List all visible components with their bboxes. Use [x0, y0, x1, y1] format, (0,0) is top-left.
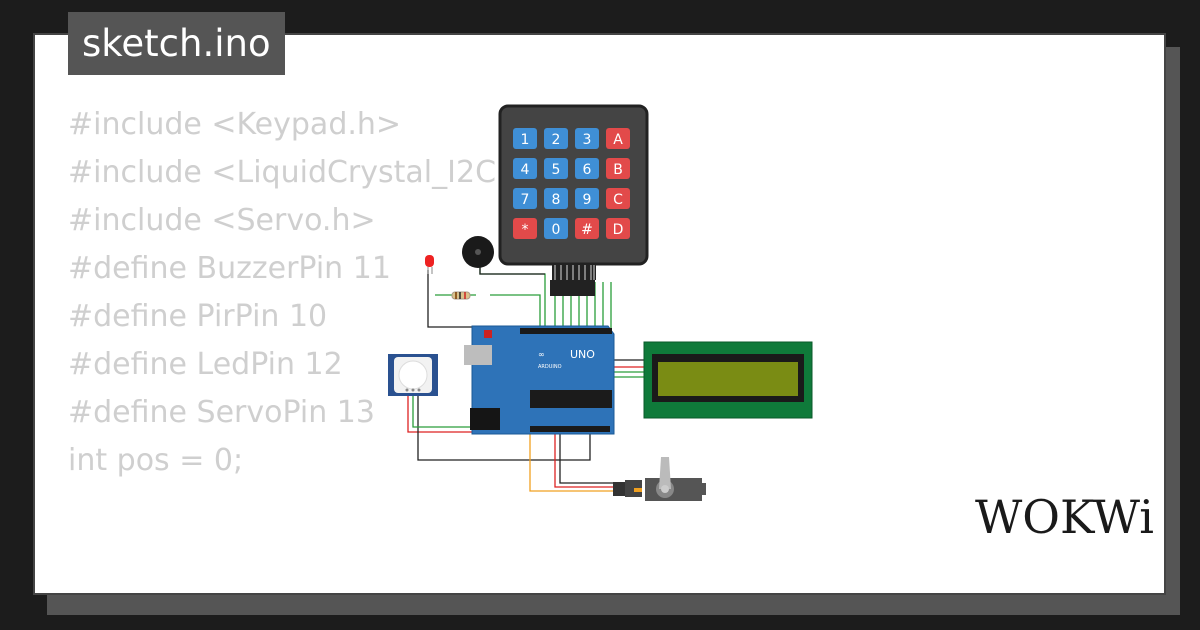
keypad-key-label: 5 [552, 162, 561, 178]
code-line: #define BuzzerPin 11 [68, 251, 391, 286]
keypad-key-label: 8 [552, 192, 561, 208]
code-line: #define PirPin 10 [68, 299, 328, 334]
keypad-key[interactable]: 5 [544, 158, 568, 179]
lcd-display[interactable] [643, 341, 813, 419]
board-model-label: UNO [570, 348, 595, 361]
keypad-key-label: D [613, 222, 624, 238]
keypad-key-label: B [613, 162, 623, 178]
code-line: int pos = 0; [68, 443, 244, 478]
keypad-key[interactable]: A [606, 128, 630, 149]
circuit-diagram: 1 2 3 A 4 5 6 B 7 8 9 C * 0 # D [388, 104, 813, 501]
wokwi-logo: WOKWi [975, 495, 1154, 544]
keypad-key[interactable]: D [606, 218, 630, 239]
servo-motor[interactable] [613, 457, 706, 501]
usb-port [464, 345, 492, 365]
code-line: #define LedPin 12 [68, 347, 343, 382]
keypad-key[interactable]: 3 [575, 128, 599, 149]
arduino-board[interactable]: ∞ UNO ARDUINO [464, 325, 615, 435]
keypad-key[interactable]: 1 [513, 128, 537, 149]
keypad-key-label: 1 [521, 132, 530, 148]
reset-button[interactable] [484, 330, 492, 338]
code-line: #define ServoPin 13 [68, 395, 375, 430]
keypad-key-label: 4 [521, 162, 530, 178]
keypad-key[interactable]: * [513, 218, 537, 239]
code-block: #include <Keypad.h> #include <LiquidCryst… [68, 101, 550, 485]
keypad-key[interactable]: C [606, 188, 630, 209]
keypad[interactable]: 1 2 3 A 4 5 6 B 7 8 9 C * 0 # D [498, 104, 649, 296]
keypad-key[interactable]: 8 [544, 188, 568, 209]
mcu-chip [530, 390, 612, 408]
keypad-key-label: C [613, 192, 623, 208]
keypad-key-label: 9 [583, 192, 592, 208]
keypad-key-label: 3 [583, 132, 592, 148]
keypad-key[interactable]: 0 [544, 218, 568, 239]
resistor[interactable] [451, 291, 471, 300]
pir-sensor[interactable] [388, 354, 438, 396]
board-maker-label: ARDUINO [538, 364, 562, 370]
keypad-key[interactable]: # [575, 218, 599, 239]
keypad-key[interactable]: B [606, 158, 630, 179]
keypad-key-label: # [581, 222, 593, 238]
code-line: #include <Servo.h> [68, 203, 376, 238]
code-line: #include <LiquidCrystal_I2C.h> [68, 155, 550, 190]
keypad-key[interactable]: 2 [544, 128, 568, 149]
keypad-key-label: 2 [552, 132, 561, 148]
power-jack [470, 408, 500, 430]
code-line: #include <Keypad.h> [68, 107, 402, 142]
board-logo-icon: ∞ [538, 350, 545, 359]
keypad-key-label: 7 [521, 192, 530, 208]
wokwi-logo-text: WOKWi [975, 495, 1154, 544]
keypad-key[interactable]: 4 [513, 158, 537, 179]
keypad-key-label: 0 [552, 222, 561, 238]
keypad-key-label: * [522, 222, 529, 238]
buzzer[interactable] [462, 236, 494, 268]
lcd-screen [658, 362, 798, 396]
led[interactable] [425, 255, 434, 274]
keypad-key[interactable]: 9 [575, 188, 599, 209]
keypad-key-label: A [613, 132, 623, 148]
code-viewport: #include <Keypad.h> #include <LiquidCryst… [33, 33, 1166, 595]
wires [407, 262, 648, 492]
keypad-key[interactable]: 6 [575, 158, 599, 179]
file-tab[interactable]: sketch.ino [68, 12, 285, 75]
keypad-key-label: 6 [583, 162, 592, 178]
keypad-key[interactable]: 7 [513, 188, 537, 209]
